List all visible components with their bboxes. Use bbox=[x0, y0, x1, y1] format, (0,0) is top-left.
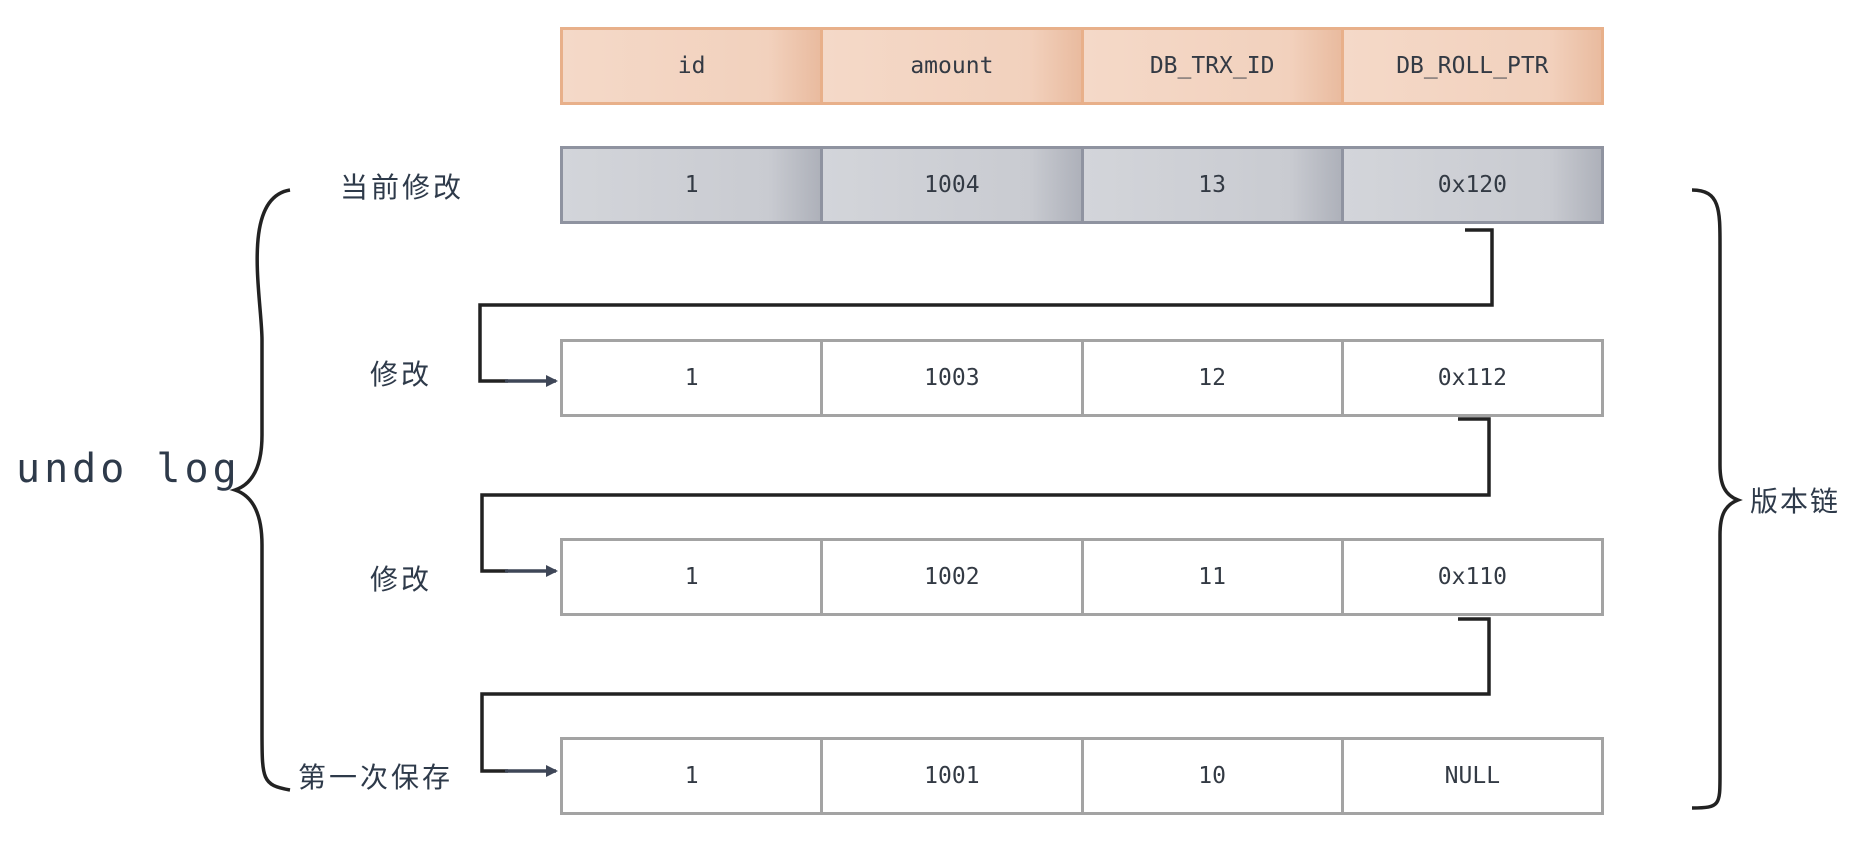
row-label-current: 当前修改 bbox=[340, 171, 465, 204]
record-row-undo-2: 1 1002 11 0x110 bbox=[560, 538, 1604, 616]
undo-log-brace bbox=[229, 188, 291, 792]
roll-pointer-line-3 bbox=[480, 617, 1491, 773]
header-cell-db-trx-id: DB_TRX_ID bbox=[1083, 30, 1344, 102]
cell-db-roll-ptr: 0x112 bbox=[1437, 365, 1507, 391]
roll-pointer-line-2 bbox=[480, 417, 1491, 573]
cell-amount: 1002 bbox=[823, 541, 1084, 613]
record-row-first-save: 1 1001 10 NULL bbox=[560, 737, 1604, 815]
cell-id: 1 bbox=[563, 740, 824, 812]
header-row: id amount DB_TRX_ID DB_ROLL_PTR bbox=[560, 27, 1604, 105]
cell-amount: 1001 bbox=[823, 740, 1084, 812]
version-chain-brace bbox=[1691, 188, 1743, 810]
record-row-undo-1: 1 1003 12 0x112 bbox=[560, 339, 1604, 417]
cell-id: 1 bbox=[563, 149, 824, 221]
header-cell-db-roll-ptr: DB_ROLL_PTR bbox=[1343, 30, 1601, 102]
cell-id: 1 bbox=[563, 342, 824, 414]
cell-db-trx-id: 10 bbox=[1084, 740, 1344, 812]
row-label-undo-1: 修改 bbox=[370, 358, 433, 391]
row-label-first-save: 第一次保存 bbox=[298, 761, 454, 794]
cell-db-trx-id: 12 bbox=[1084, 342, 1344, 414]
row-label-undo-2: 修改 bbox=[370, 563, 433, 596]
cell-db-trx-id: 13 bbox=[1083, 149, 1344, 221]
header-cell-id: id bbox=[563, 30, 824, 102]
record-row-current: 1 1004 13 0x120 bbox=[560, 146, 1604, 224]
cell-db-roll-ptr: NULL bbox=[1444, 763, 1501, 789]
undo-log-label: undo log bbox=[16, 446, 241, 492]
version-chain-label: 版本链 bbox=[1750, 485, 1841, 518]
cell-db-roll-ptr: 0x120 bbox=[1343, 149, 1601, 221]
cell-db-trx-id: 11 bbox=[1084, 541, 1344, 613]
cell-amount: 1003 bbox=[823, 342, 1084, 414]
cell-amount: 1004 bbox=[823, 149, 1084, 221]
cell-db-roll-ptr: 0x110 bbox=[1437, 564, 1507, 590]
header-cell-amount: amount bbox=[823, 30, 1084, 102]
roll-pointer-line-1 bbox=[478, 228, 1494, 383]
cell-id: 1 bbox=[563, 541, 824, 613]
